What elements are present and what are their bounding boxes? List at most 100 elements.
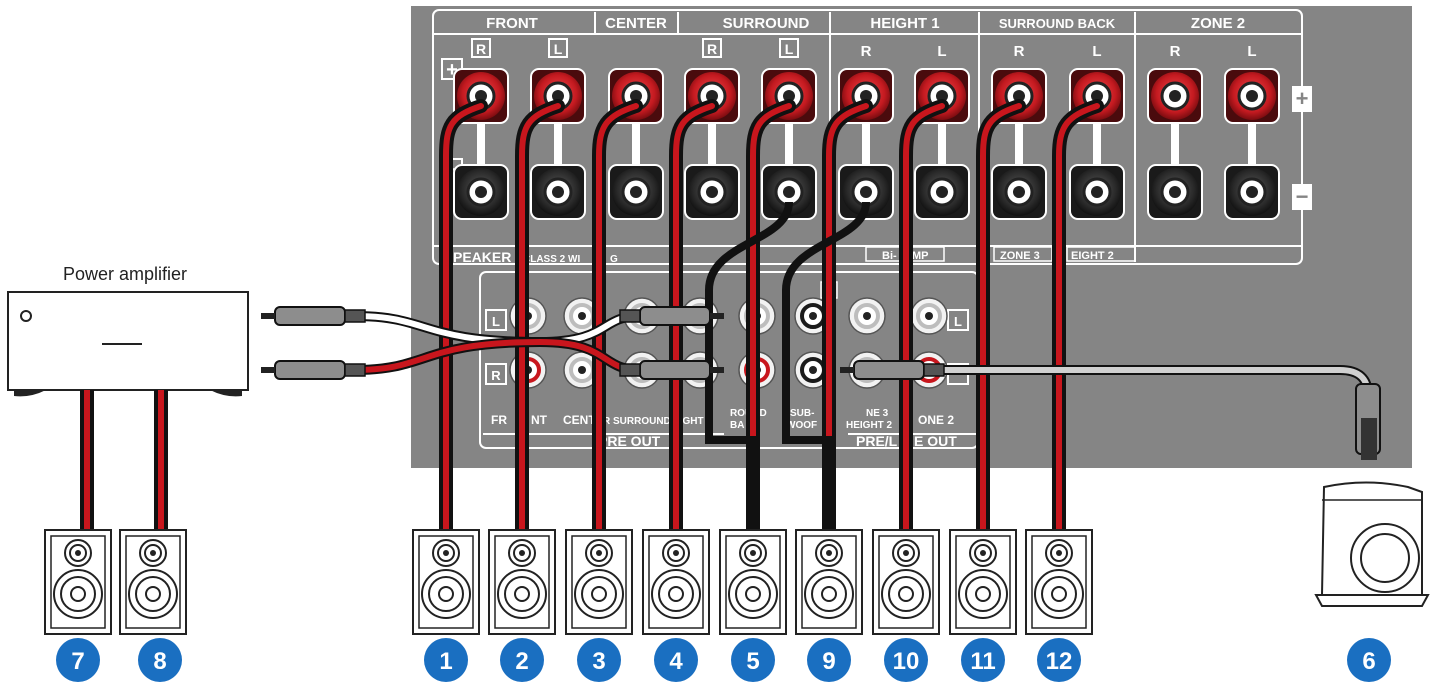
mark-height1-l: L — [937, 43, 946, 60]
plus-sign-left: + — [446, 59, 458, 81]
speaker-4 — [642, 529, 710, 635]
rca-jack — [563, 351, 601, 389]
terminal-minus — [684, 164, 740, 220]
badge-number: 2 — [515, 648, 528, 675]
terminal-plus — [530, 68, 586, 124]
return-wire — [705, 201, 793, 530]
channel-marks: R L R L R L R L R L — [471, 38, 1257, 60]
mark-sb-r: R — [1014, 43, 1025, 60]
terminal-link — [1015, 124, 1023, 164]
label-class2: CLASS 2 WI — [523, 254, 580, 265]
subwoofer — [1314, 418, 1430, 607]
speaker-amp-1 — [44, 529, 112, 635]
mark-zone2-r: R — [1170, 43, 1181, 60]
mark-front-r: R — [476, 41, 486, 57]
mark-surround-l: L — [785, 41, 794, 57]
badge-number: 3 — [592, 648, 605, 675]
preout-one2: ONE 2 — [918, 413, 954, 427]
label-speakers: PEAKER — [453, 249, 511, 265]
mark-sb-l: L — [1092, 43, 1101, 60]
label-height2: EIGHT 2 — [1071, 250, 1114, 262]
preout-pre-line: PRE/L — [856, 433, 898, 449]
speaker-6 — [795, 529, 863, 635]
plus-sign-right: + — [1296, 86, 1309, 111]
badge-number: 12 — [1046, 648, 1073, 675]
preout-l: L — [492, 314, 500, 329]
badge-3: 3 — [577, 638, 621, 682]
terminal-link — [1171, 124, 1179, 164]
mark-height1-r: R — [861, 43, 872, 60]
preout-e-out: E OUT — [914, 433, 957, 449]
label-amp: MP — [912, 250, 929, 262]
preout-ne3: NE 3 — [866, 408, 889, 419]
badge-8: 8 — [138, 638, 182, 682]
mark-zone2-l: L — [1247, 43, 1256, 60]
amplifier-title: Power amplifier — [63, 264, 187, 284]
terminal-link — [1248, 124, 1256, 164]
speaker-2 — [488, 529, 556, 635]
header-height1: HEIGHT 1 — [870, 15, 939, 32]
terminal-link — [938, 124, 946, 164]
rca-plug-amp-l — [261, 306, 366, 326]
terminal-minus — [1147, 164, 1203, 220]
rca-plug-subwoofer — [840, 360, 945, 380]
preout-l-right: L — [954, 314, 962, 329]
badge-number: 8 — [153, 648, 166, 675]
terminal-minus — [838, 164, 894, 220]
speaker-1 — [412, 529, 480, 635]
badge-5: 5 — [731, 638, 775, 682]
label-g: G — [610, 254, 618, 265]
badge-11: 11 — [961, 638, 1005, 682]
speaker-7 — [872, 529, 940, 635]
terminal-link — [477, 124, 485, 164]
speaker-cables — [439, 99, 1104, 537]
minus-sign-right: − — [1296, 184, 1309, 209]
header-surround-back: SURROUND BACK — [999, 16, 1116, 31]
badge-number: 5 — [746, 648, 759, 675]
badge-7: 7 — [56, 638, 100, 682]
speaker-9 — [1025, 529, 1093, 635]
badge-2: 2 — [500, 638, 544, 682]
terminal-plus — [1147, 68, 1203, 124]
label-biamp: Bi- — [882, 250, 897, 262]
terminal-minus — [608, 164, 664, 220]
badge-number: 10 — [893, 648, 920, 675]
preout-surround: R SURROUND — [603, 416, 671, 427]
speakers — [44, 529, 1093, 635]
speaker-amp-2 — [119, 529, 187, 635]
rca-jack — [848, 297, 886, 335]
terminal-links — [477, 124, 1256, 164]
terminal-link — [554, 124, 562, 164]
amp-led — [20, 310, 32, 322]
power-amplifier — [7, 291, 249, 391]
terminal-plus — [1224, 68, 1280, 124]
header-surround: SURROUND — [723, 15, 810, 32]
preout-pre-out: PRE OUT — [598, 433, 661, 449]
speaker-terminal-frame — [432, 9, 1303, 265]
preout-center: CENT — [563, 413, 596, 427]
rca-plug-preout-l — [619, 306, 724, 326]
terminal-minus — [991, 164, 1047, 220]
badge-6: 6 — [1347, 638, 1391, 682]
preout-sub: SUB- — [790, 408, 814, 419]
mark-front-l: L — [554, 41, 563, 57]
speaker-8 — [949, 529, 1017, 635]
header-center: CENTER — [605, 15, 667, 32]
rca-plug-amp-r — [261, 360, 366, 380]
terminal-minus — [914, 164, 970, 220]
mark-surround-r: R — [707, 41, 717, 57]
preout-nt: NT — [531, 413, 548, 427]
header-zone2: ZONE 2 — [1191, 15, 1245, 32]
terminal-link — [862, 124, 870, 164]
preout-ba: BA — [730, 420, 744, 431]
badge-number: 11 — [970, 648, 995, 675]
return-wire — [782, 201, 870, 530]
terminal-minus — [1069, 164, 1125, 220]
terminal-minus — [1224, 164, 1280, 220]
terminal-minus — [453, 164, 509, 220]
preout-eight: EIGHT — [673, 416, 704, 427]
preout-r: R — [491, 368, 501, 383]
